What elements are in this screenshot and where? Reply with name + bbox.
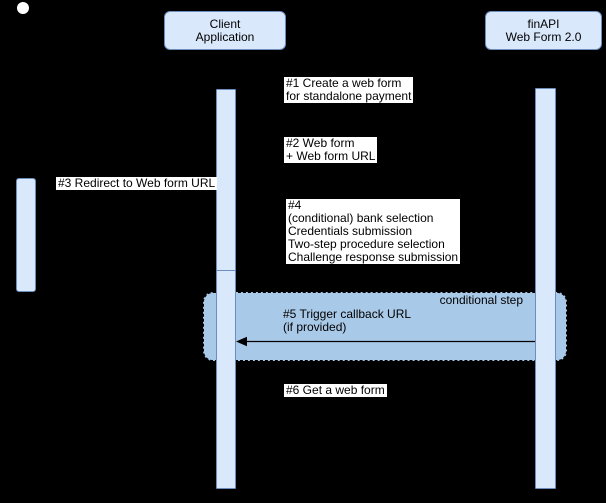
message-6-label: #6 Get a web form [284,384,387,397]
start-circle [17,2,29,14]
message-2-line2: + Web form URL [286,149,376,163]
message-3-label: #3 Redirect to Web form URL [56,176,218,190]
conditional-step-label: conditional step [439,293,523,307]
message-1-label: #1 Create a web form for standalone paym… [284,76,414,103]
message-1-line1: #1 Create a web form [286,76,402,90]
message-5-line2: (if provided) [283,320,347,334]
conditional-step-frame [203,292,567,361]
participant-client-label-line1: Client [209,16,241,31]
participant-finapi-webform: finAPI Web Form 2.0 [485,11,602,50]
message-1-line2: for standalone payment [286,89,412,103]
message-2-line1: #2 Web form [286,136,355,150]
message-4-line5: Challenge response submission [288,250,459,264]
participant-client-label-line2: Application [195,29,255,44]
message-4-line1: #4 [288,198,302,212]
participant-finapi-label-line2: Web Form 2.0 [505,29,582,44]
message-4-line2: (conditional) bank selection [288,211,434,225]
message-5-line1: #5 Trigger callback URL [283,307,412,321]
participant-client-application: Client Application [164,11,286,50]
client-activation-bar-upper [216,89,236,271]
message-3-line1: #3 Redirect to Web form URL [58,176,216,190]
message-4-line3: Credentials submission [288,224,413,238]
participant-finapi-label-line1: finAPI [527,16,560,31]
message-2-label: #2 Web form + Web form URL [284,136,378,163]
client-activation-bar-lower [216,270,236,489]
left-activation-bar [16,178,36,292]
finapi-activation-bar [535,88,556,489]
message-4-label: #4 (conditional) bank selection Credenti… [286,198,461,264]
message-4-line4: Two-step procedure selection [288,237,445,251]
message-5-label: #5 Trigger callback URL (if provided) [283,308,411,334]
message-6-line1: #6 Get a web form [286,383,385,397]
